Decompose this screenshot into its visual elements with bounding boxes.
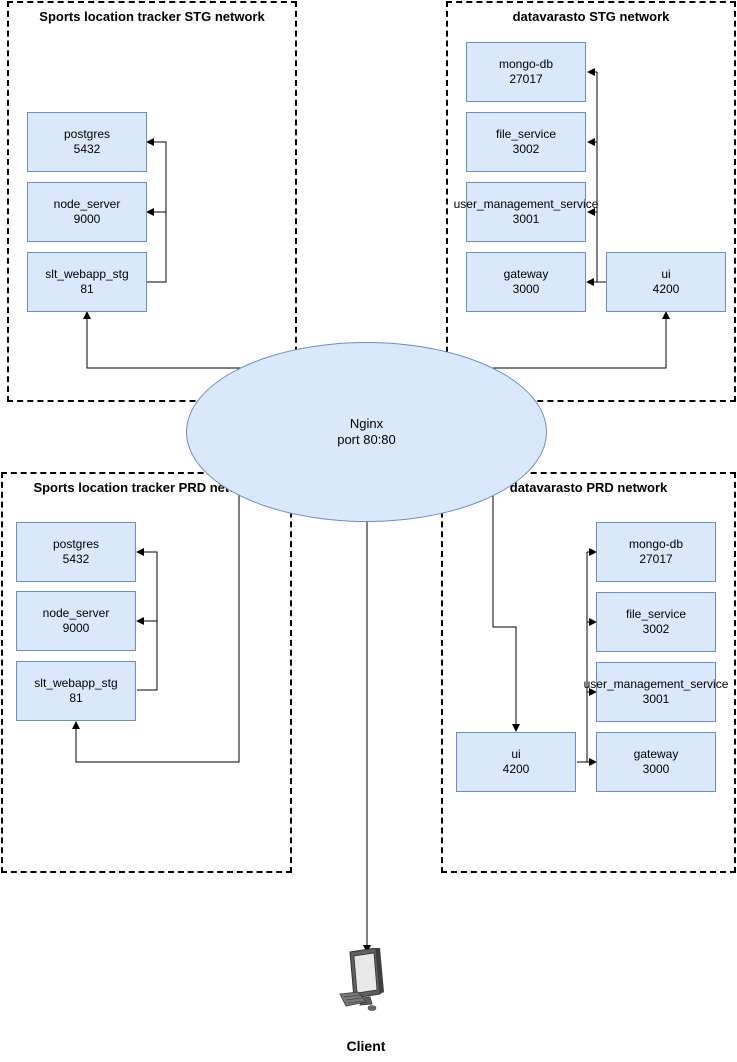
node-name: file_service bbox=[495, 127, 557, 141]
slt-stg-webapp-node: slt_webapp_stg 81 bbox=[27, 252, 147, 312]
network-title: Sports location tracker STG network bbox=[39, 9, 265, 24]
dv-prd-file-service-node: file_service 3002 bbox=[596, 592, 716, 652]
node-name: user_management_service bbox=[453, 197, 599, 211]
node-port: 27017 bbox=[639, 552, 673, 566]
node-name: ui bbox=[511, 747, 521, 761]
node-name: mongo-db bbox=[628, 537, 684, 551]
node-port: 3002 bbox=[512, 142, 540, 156]
nginx-to-dv-prd-ui-arrow bbox=[492, 494, 520, 732]
node-name: postgres bbox=[63, 127, 111, 141]
node-name: file_service bbox=[625, 607, 687, 621]
slt-prd-webapp-node: slt_webapp_stg 81 bbox=[16, 661, 136, 721]
dv-prd-mongo-node: mongo-db 27017 bbox=[596, 522, 716, 582]
slt-prd-node-server-node: node_server 9000 bbox=[16, 591, 136, 651]
node-port: 4200 bbox=[652, 282, 680, 296]
nginx-to-slt-prd-webapp-arrow bbox=[72, 470, 240, 763]
node-port: 3001 bbox=[642, 692, 670, 706]
node-port: 27017 bbox=[509, 72, 543, 86]
slt-stg-node-server-node: node_server 9000 bbox=[27, 182, 147, 242]
node-name: gateway bbox=[503, 267, 549, 281]
datavarasto-prd-network: datavarasto PRD network bbox=[441, 472, 736, 873]
network-title: datavarasto PRD network bbox=[509, 480, 668, 495]
node-port: 3001 bbox=[512, 212, 540, 226]
node-port: 4200 bbox=[502, 762, 530, 776]
datavarasto-stg-network: datavarasto STG network bbox=[446, 1, 736, 402]
node-name: slt_webapp_stg bbox=[45, 267, 129, 281]
node-port: 9000 bbox=[62, 621, 90, 635]
nginx-to-dv-stg-ui-arrow bbox=[480, 311, 670, 369]
node-name: gateway bbox=[633, 747, 679, 761]
desktop-computer-icon bbox=[339, 948, 384, 1011]
nginx-port: port 80:80 bbox=[337, 432, 396, 447]
dv-stg-mongo-node: mongo-db 27017 bbox=[466, 42, 586, 102]
node-name: user_management_service bbox=[583, 677, 729, 691]
node-port: 81 bbox=[69, 691, 83, 705]
node-port: 3002 bbox=[642, 622, 670, 636]
nginx-node: Nginx port 80:80 bbox=[186, 342, 547, 522]
network-title: datavarasto STG network bbox=[512, 9, 670, 24]
dv-stg-user-mgmt-node: user_management_service 3001 bbox=[454, 182, 598, 242]
dv-prd-gateway-node: gateway 3000 bbox=[596, 732, 716, 792]
node-name: slt_webapp_stg bbox=[34, 676, 118, 690]
nginx-name: Nginx bbox=[349, 416, 384, 431]
nginx-to-slt-stg-webapp-arrow bbox=[83, 311, 260, 369]
slt-stg-postgres-node: postgres 5432 bbox=[27, 112, 147, 172]
dv-prd-user-mgmt-node: user_management_service 3001 bbox=[584, 662, 728, 722]
node-name: node_server bbox=[42, 606, 110, 620]
node-port: 5432 bbox=[73, 142, 101, 156]
node-name: postgres bbox=[52, 537, 100, 551]
dv-stg-gateway-node: gateway 3000 bbox=[466, 252, 586, 312]
node-port: 3000 bbox=[512, 282, 540, 296]
dv-stg-file-service-node: file_service 3002 bbox=[466, 112, 586, 172]
node-port: 9000 bbox=[73, 212, 101, 226]
node-port: 3000 bbox=[642, 762, 670, 776]
dv-stg-ui-node: ui 4200 bbox=[606, 252, 726, 312]
node-name: ui bbox=[661, 267, 671, 281]
node-name: node_server bbox=[53, 197, 121, 211]
dv-prd-ui-node: ui 4200 bbox=[456, 732, 576, 792]
slt-prd-network: Sports location tracker PRD network bbox=[1, 472, 292, 873]
node-name: mongo-db bbox=[498, 57, 554, 71]
slt-stg-network: Sports location tracker STG network bbox=[7, 1, 297, 402]
node-port: 5432 bbox=[62, 552, 90, 566]
slt-prd-postgres-node: postgres 5432 bbox=[16, 522, 136, 582]
network-title: Sports location tracker PRD network bbox=[33, 480, 260, 495]
client-label: Client bbox=[346, 1038, 386, 1054]
node-port: 81 bbox=[80, 282, 94, 296]
